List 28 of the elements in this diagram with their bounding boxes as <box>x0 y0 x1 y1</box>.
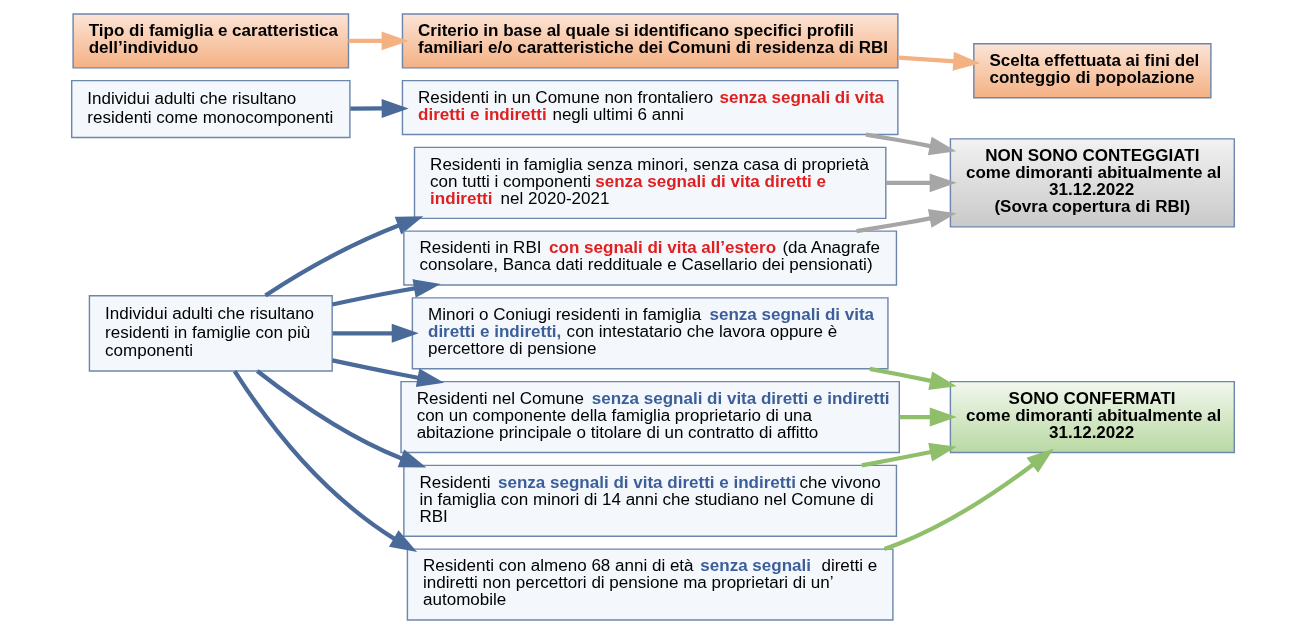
node-box: Scelta effettuata ai fini del conteggio di popolazione <box>973 43 1212 99</box>
arrow <box>348 31 409 51</box>
node-box: Criterio in base al quale si identificano specifici profili familiari e/o caratteristiche dei Comuni di residenza di RBI <box>401 13 899 69</box>
arrow <box>350 99 409 118</box>
node-box: Residenti in RBI con segnali di vita all’estero (da Anagrafe consolare, Banca dati reddituale e Casellario dei pensionati) <box>403 230 898 286</box>
node-box: Residenti in un Comune non frontaliero senza segnali di vita diretti e indiretti negli ultimi 6 anni <box>401 79 899 136</box>
arrow <box>869 366 957 390</box>
node-box: Individui adulti che risultano residenti in famiglie con più componenti <box>88 295 333 372</box>
arrow <box>256 369 427 468</box>
arrow <box>331 279 441 307</box>
node-box: NON SONO CONTEGGIATI come dimoranti abitualmente al 31.12.2022 (Sovra copertura di RBI) <box>949 138 1236 228</box>
arrow <box>899 407 957 427</box>
node-box: Residenti in famiglia senza minori, senza casa di proprietà con tutti i componenti senza segnali di vita diretti e indiretti nel 2020-2021 <box>413 146 887 220</box>
arrow <box>886 173 957 193</box>
arrow <box>898 51 981 71</box>
node-box: SONO CONFERMATI come dimoranti abitualmente al 31.12.2022 <box>949 380 1236 454</box>
node-box: Residenti senza segnali di vita diretti e indiretti che vivono in famiglia con minori di 14 anni che studiano nel Comune di RBI <box>403 464 898 538</box>
arrow <box>865 132 957 156</box>
arrow <box>264 216 424 298</box>
node-box: Tipo di famiglia e caratteristica dell’individuo <box>72 13 350 69</box>
node-box: Residenti con almeno 68 anni di età senza segnali diretti e indiretti non percettori di pensione ma proprietari di un’ automobile <box>406 548 894 621</box>
node-box: Minori o Coniugi residenti in famiglia senza segnali di vita diretti e indiretti, con intestatario che lavora oppure è percettore di pensione <box>411 297 889 370</box>
arrow <box>332 323 419 343</box>
arrow <box>232 369 418 553</box>
arrow <box>883 448 1054 551</box>
node-box: Individui adulti che risultano residenti come monocomponenti <box>70 79 351 139</box>
node-box: Residenti nel Comune senza segnali di vita diretti e indiretti con un componente della famiglia proprietario di una abitazione principale o titolare di un contratto di affitto <box>400 380 900 454</box>
arrow <box>331 358 445 387</box>
